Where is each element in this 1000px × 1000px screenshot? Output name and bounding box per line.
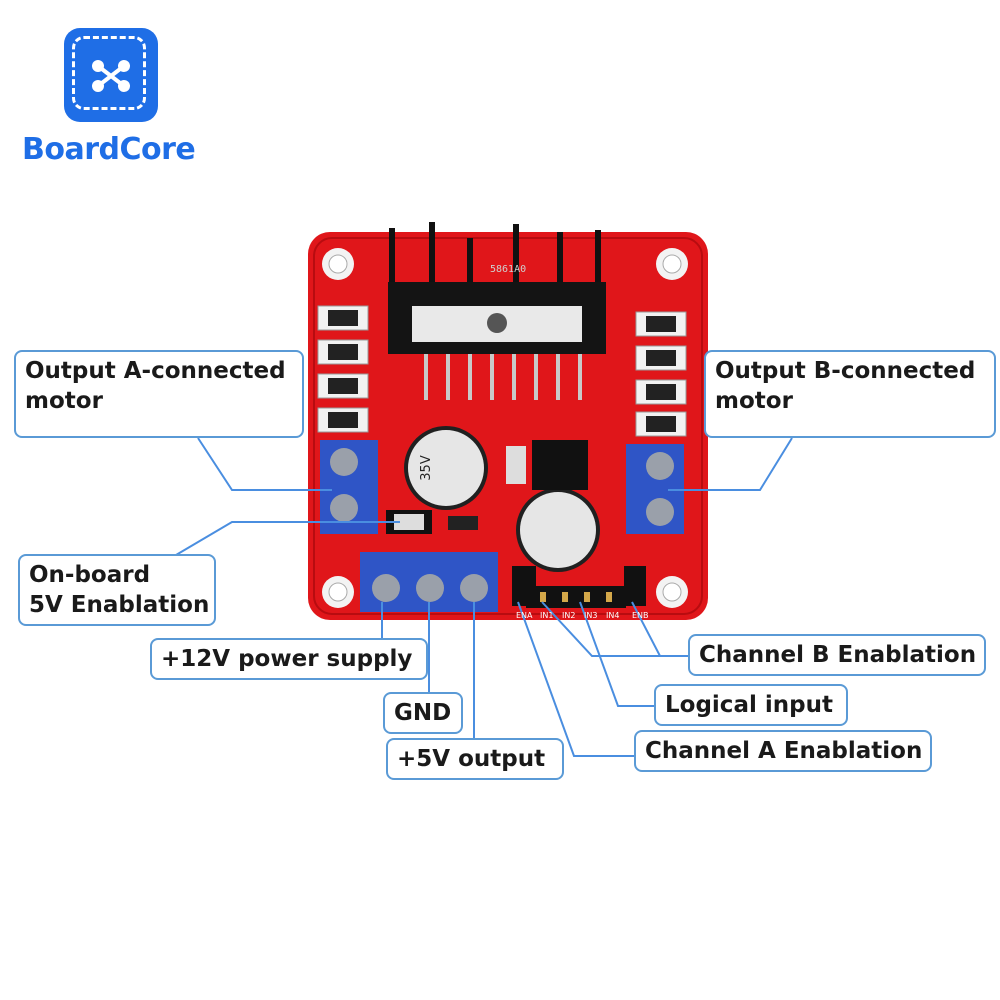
- channel-b-label: Channel B Enablation: [688, 634, 986, 676]
- terminal-a: [320, 440, 378, 534]
- heatsink: [389, 222, 601, 290]
- gnd-label: GND: [383, 692, 463, 734]
- chip-marking: 5861A0: [490, 264, 526, 275]
- output-b-label: Output B-connected motor: [704, 350, 996, 438]
- capacitor-left: 35V: [404, 426, 488, 510]
- pin-label: IN4: [606, 611, 619, 620]
- output-a-line1: Output A-connected: [25, 358, 286, 384]
- brand-name: BoardCore: [22, 132, 196, 167]
- voltage-regulator: [532, 440, 588, 490]
- output-b-line2: motor: [715, 388, 793, 414]
- output-a-line2: motor: [25, 388, 103, 414]
- output-a-label: Output A-connected motor: [14, 350, 304, 438]
- power-12v-label: +12V power supply: [150, 638, 428, 680]
- output-b-line1: Output B-connected: [715, 358, 976, 384]
- pin-label: ENB: [632, 611, 649, 620]
- logic-header: [512, 566, 646, 608]
- callout-lines: [175, 437, 793, 757]
- onboard-line1: On-board: [29, 562, 151, 588]
- svg-text:35V: 35V: [419, 455, 434, 481]
- terminal-b: [626, 444, 684, 534]
- pin-label: ENA: [516, 611, 533, 620]
- capacitor-right: [516, 488, 600, 572]
- diodes-left: [317, 305, 369, 433]
- onboard-5v-label: On-board 5V Enablation: [18, 554, 216, 626]
- chip-logo-icon: [64, 28, 158, 122]
- pin-label: IN3: [584, 611, 597, 620]
- mounting-holes: [322, 248, 688, 608]
- pin-label: IN2: [562, 611, 575, 620]
- channel-a-label: Channel A Enablation: [634, 730, 932, 772]
- onboard-line2: 5V Enablation: [29, 592, 210, 618]
- pin-label: IN1: [540, 611, 553, 620]
- diodes-right: [635, 311, 687, 437]
- brand-logo: BoardCore: [22, 28, 197, 173]
- logical-input-label: Logical input: [654, 684, 848, 726]
- output-5v-label: +5V output: [386, 738, 564, 780]
